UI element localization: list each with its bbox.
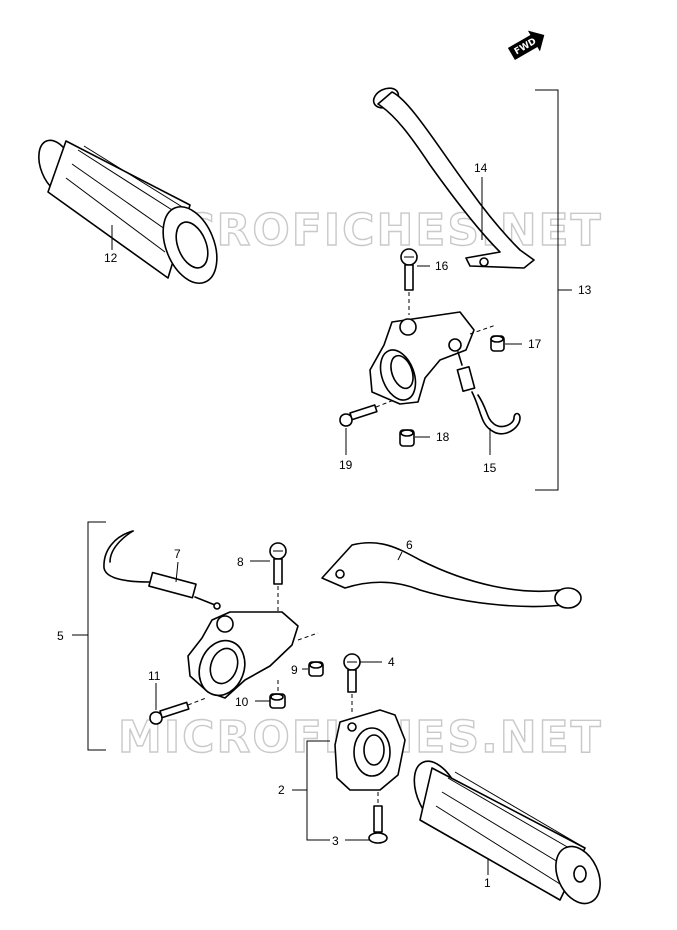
- leader-lines: [111, 177, 522, 875]
- callout-14: 14: [474, 161, 488, 175]
- throttle-grip-part-1: [413, 760, 601, 905]
- bracket-13: [535, 89, 559, 491]
- callout-15: 15: [483, 461, 497, 475]
- callout-11: 11: [148, 669, 161, 683]
- clutch-lever-part-14: [372, 87, 535, 269]
- callout-2: 2: [278, 783, 285, 797]
- callout-6: 6: [406, 538, 413, 552]
- callout-13: 13: [578, 283, 592, 297]
- callout-16: 16: [435, 259, 449, 273]
- callout-18: 18: [436, 430, 450, 444]
- callout-9: 9: [291, 663, 298, 677]
- callout-5: 5: [57, 629, 64, 643]
- callout-12: 12: [104, 251, 118, 265]
- callout-19: 19: [339, 458, 353, 472]
- brake-lever-part-6: [321, 541, 582, 609]
- clutch-perch-assembly: [339, 248, 521, 447]
- throttle-holder-part-2: [334, 653, 406, 844]
- brake-perch-assembly: [103, 530, 324, 725]
- callout-3: 3: [332, 834, 339, 848]
- callout-4: 4: [388, 655, 395, 669]
- callout-7: 7: [174, 547, 181, 561]
- fwd-arrow-icon: FWD: [507, 30, 545, 61]
- callout-labels: 1 2 3 4 5 6 7 8 9 10 11 12 13 14 15 16 1…: [57, 161, 592, 890]
- callout-8: 8: [237, 555, 244, 569]
- left-grip-part-12: [38, 139, 218, 284]
- bracket-5: [87, 521, 106, 751]
- callout-10: 10: [235, 695, 249, 709]
- callout-1: 1: [484, 876, 491, 890]
- callout-17: 17: [528, 337, 542, 351]
